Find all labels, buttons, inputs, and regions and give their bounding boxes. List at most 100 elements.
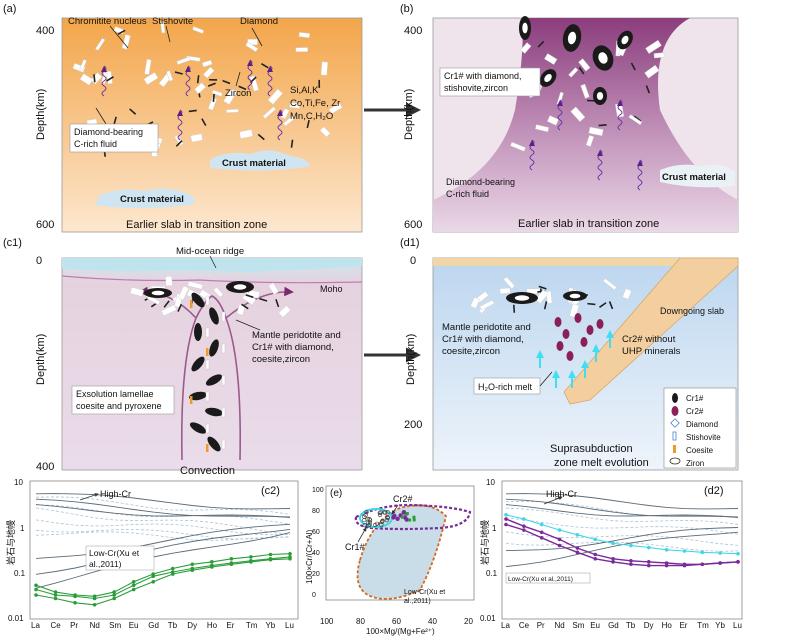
ree-point (539, 535, 544, 540)
zircon-symbol (669, 457, 681, 465)
leader-line (79, 493, 99, 501)
leader-line (251, 27, 263, 47)
legend-label: Cr2# (686, 407, 704, 416)
ree-point (190, 568, 195, 572)
ree-point (611, 541, 615, 546)
crust-cloud (210, 150, 310, 171)
ree-point (268, 557, 273, 562)
y-tick: 80 (312, 508, 320, 515)
pod-core (596, 91, 604, 101)
x-tick: Gd (608, 621, 619, 630)
stishovite-crystal (221, 311, 226, 322)
stishovite-crystal (499, 287, 511, 294)
diamond-stick (106, 76, 114, 82)
cr2-grain (554, 317, 562, 327)
cr2-grain (586, 325, 594, 335)
low-cr-box (85, 545, 155, 571)
crust-label-1: Crust material (222, 158, 286, 169)
ree-point (629, 562, 633, 567)
stishovite-crystal (278, 305, 291, 318)
ree-point (112, 593, 116, 597)
high-cr-curve (35, 496, 291, 515)
stishovite-crystal (211, 89, 223, 97)
low-cr-label: Low-Cr(Xu et al.,2011) (508, 576, 573, 583)
fluid-line-2: C-rich fluid (74, 139, 117, 149)
legend-label: Ziron (686, 459, 704, 468)
x-tick: Eu (129, 621, 139, 630)
cr1-symbol (672, 393, 678, 403)
coesite-crystal (190, 300, 193, 308)
x-tick: Pr (537, 621, 545, 630)
ree-point (131, 583, 136, 588)
cr2-label: Cr2# (393, 494, 413, 504)
exsolution-box (71, 385, 175, 415)
cr1-point (377, 510, 382, 516)
fluid-line-1: Diamond-bearing (74, 127, 143, 137)
diamond-stick (290, 139, 294, 148)
panel-a-letter: (a) (3, 3, 16, 15)
ree-point (682, 563, 687, 568)
stishovite-crystal (207, 97, 218, 111)
y-tick: 20 (312, 571, 320, 578)
low-cr-curve (35, 558, 291, 606)
leader-line (543, 496, 563, 505)
diamond-stick (306, 119, 310, 129)
ree-point (229, 562, 234, 567)
panel-c1-caption: Convection (180, 465, 235, 477)
ree-point (700, 562, 705, 567)
ree-point (611, 560, 615, 564)
ree-point (131, 587, 136, 592)
diamond-symbol (670, 418, 680, 428)
x-tick: 60 (392, 617, 401, 626)
cr2-symbol (671, 406, 679, 416)
cr2-point-green (405, 512, 409, 516)
crust-label: Crust material (662, 172, 726, 183)
stishovite-crystal (534, 289, 549, 304)
chromitite-pod (205, 374, 223, 386)
chromitite-label: Chromitite nucleus (68, 16, 147, 27)
stishovite-crystal (470, 296, 480, 309)
cr2-curve (505, 523, 739, 567)
stishovite-crystal (578, 58, 591, 72)
diamond-stick (207, 82, 216, 87)
ree-lines (504, 493, 740, 568)
stishovite-crystal (221, 375, 226, 386)
cr2-point (395, 516, 400, 522)
ree-point (557, 543, 562, 548)
panel-a: (a) 400 600 Depth(km) Chromitite nucleus… (3, 3, 363, 233)
ree-point (682, 549, 687, 553)
stishovite-crystal (520, 42, 532, 54)
stishovite-crystal (202, 66, 215, 79)
fluid-squiggles (529, 99, 643, 191)
fluid-arrowhead (177, 110, 183, 116)
fluid-arrowhead (529, 140, 535, 146)
stishovite-crystal (79, 59, 87, 71)
stishovite-crystal (129, 286, 144, 297)
ree-point (611, 556, 615, 561)
fluid-arrowhead (185, 66, 191, 72)
ree-point (170, 572, 175, 576)
ree-point (73, 593, 77, 597)
stishovite-crystal (121, 34, 131, 50)
ree-point (34, 587, 38, 592)
legend-label: Diamond (686, 420, 718, 429)
y-tick: 0.01 (480, 614, 496, 623)
downgoing-label: Downgoing slab (660, 306, 724, 316)
ree-point (557, 528, 562, 532)
ree-point (718, 551, 722, 555)
ree-point (112, 596, 116, 601)
panel-a-depth-600: 600 (36, 219, 54, 231)
pod-core (621, 35, 629, 45)
ree-point (268, 552, 273, 557)
cr1-point (379, 522, 384, 527)
fluid-arrowhead (267, 66, 273, 72)
zircon-label: Zircon (225, 88, 251, 99)
leader-line (391, 504, 399, 515)
melt-arrowhead (592, 344, 600, 352)
leader-line (235, 71, 241, 87)
fluid-arrowhead (617, 100, 623, 106)
x-tick: 20 (464, 617, 473, 626)
coesite-symbol (673, 445, 676, 453)
